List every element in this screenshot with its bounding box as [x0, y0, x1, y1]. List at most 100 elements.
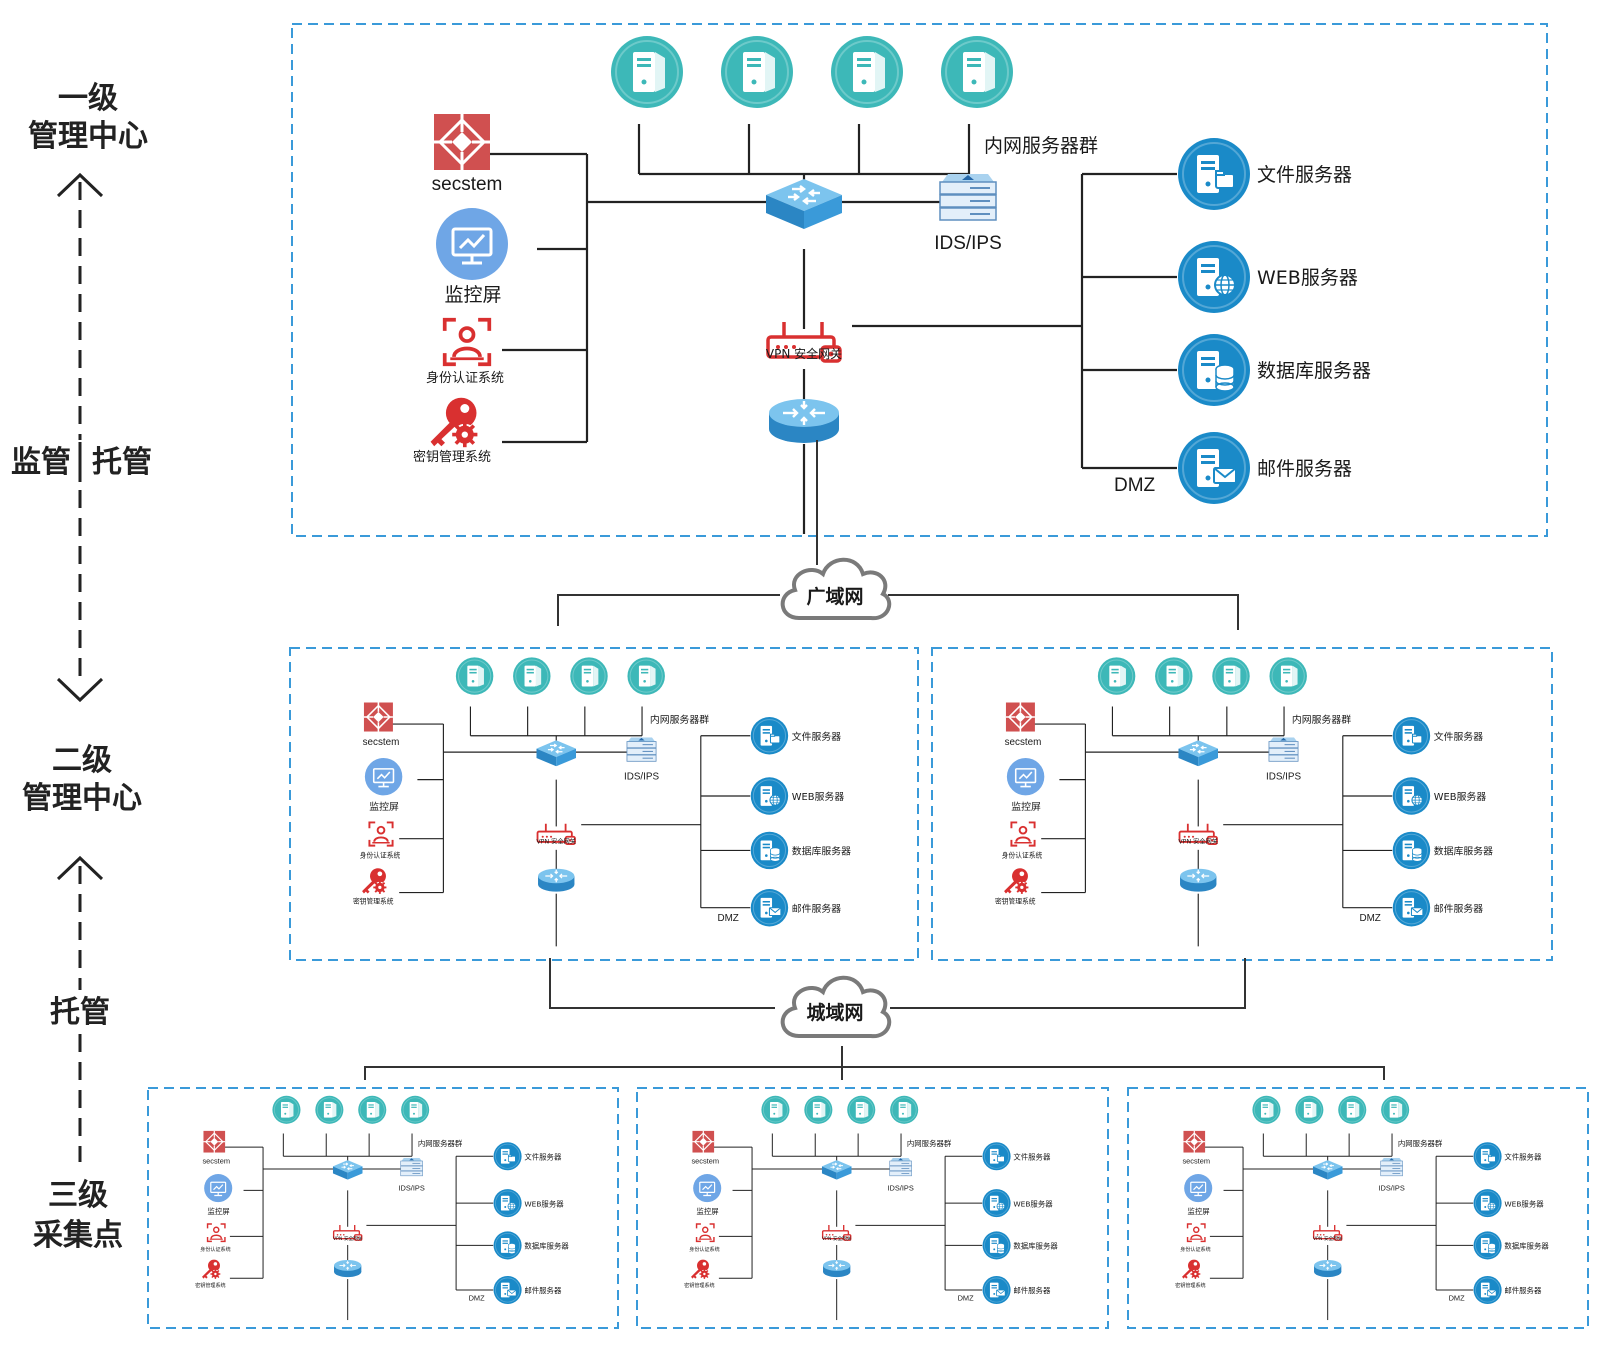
database-icon: [1178, 334, 1250, 406]
secstem-label: secstem: [202, 1157, 230, 1166]
key-mgmt-label: 密钥管理系统: [995, 897, 1036, 906]
vpn-label: VPN 安全网关: [536, 837, 576, 845]
intranet-server-icon: [1211, 656, 1251, 696]
database-icon: [1393, 832, 1430, 869]
intranet-group-label: 内网服务器群: [650, 713, 709, 726]
monitor-label: 监控屏: [1011, 800, 1041, 813]
dmz-server-label: 数据库服务器: [524, 1241, 569, 1251]
key-mgmt-label: 密钥管理系统: [684, 1282, 714, 1289]
key-mgmt-label: 密钥管理系统: [413, 449, 491, 465]
secstem-logo-icon: [203, 1130, 226, 1153]
secstem-logo-icon: [434, 114, 490, 170]
intranet-server-icon: [1268, 656, 1308, 696]
mail-icon: [1178, 432, 1250, 504]
secstem-logo-icon: [692, 1130, 715, 1153]
intranet-server-icon: [569, 656, 609, 696]
identity-auth-icon: [206, 1223, 226, 1243]
intranet-server-icon: [1380, 1095, 1410, 1125]
globe-icon: [494, 1189, 522, 1217]
level-3-line-1: 三级: [48, 1178, 108, 1213]
key-mgmt-label: 密钥管理系统: [195, 1282, 225, 1289]
intranet-server-icon: [846, 1095, 876, 1125]
secstem-logo-icon: [1183, 1130, 1206, 1153]
dmz-label: DMZ: [717, 913, 738, 924]
intranet-group-label: 内网服务器群: [418, 1138, 463, 1148]
monitor-label: 监控屏: [207, 1206, 229, 1216]
intranet-server-icon: [803, 1095, 833, 1125]
chevron-down-icon: [56, 677, 104, 703]
monitor-icon: [692, 1173, 722, 1203]
key-management-icon: [361, 867, 388, 895]
monitor-icon: [1006, 757, 1045, 796]
monitor-icon: [364, 757, 403, 796]
site-frame: [636, 1087, 1109, 1329]
wan-group: 广域网: [557, 440, 1239, 630]
dmz-label: DMZ: [469, 1293, 486, 1302]
dmz-server-label: 文件服务器: [1257, 164, 1352, 186]
site-frame: [147, 1087, 619, 1329]
intranet-server-icon: [272, 1095, 301, 1125]
intranet-server-icon: [830, 35, 904, 109]
intranet-server-icon: [1294, 1095, 1324, 1125]
intranet-server-icon: [512, 656, 552, 696]
dmz-server-label: 邮件服务器: [792, 902, 842, 915]
ids-label: IDS/IPS: [398, 1183, 424, 1192]
switch-icon: [536, 740, 577, 767]
auth-label: 身份认证系统: [200, 1246, 230, 1253]
database-icon: [983, 1231, 1011, 1259]
dmz-server-label: 数据库服务器: [1013, 1241, 1058, 1251]
mail-icon: [1393, 889, 1430, 926]
secstem-label: secstem: [691, 1157, 719, 1166]
site-frame: [931, 647, 1553, 961]
file-icon: [1393, 717, 1430, 754]
intranet-server-icon: [626, 656, 666, 696]
router-icon: [822, 1259, 851, 1278]
auth-label: 身份认证系统: [426, 370, 504, 386]
intranet-server-icon: [400, 1095, 430, 1125]
secstem-label: secstem: [1182, 1157, 1210, 1166]
dmz-server-label: 邮件服务器: [1013, 1285, 1051, 1295]
switch-icon: [821, 1160, 852, 1180]
dmz-server-label: WEB服务器: [792, 790, 845, 803]
dmz-server-label: 文件服务器: [524, 1151, 562, 1161]
dmz-server-label: 邮件服务器: [1434, 902, 1484, 915]
key-management-icon: [1181, 1258, 1202, 1280]
dmz-server-label: 数据库服务器: [792, 845, 851, 858]
file-icon: [1178, 138, 1250, 210]
secstem-logo-icon: [363, 702, 393, 732]
intranet-group-label: 内网服务器群: [1292, 713, 1351, 726]
router-icon: [333, 1259, 362, 1278]
dmz-server-label: WEB服务器: [1257, 267, 1358, 289]
identity-auth-icon: [1010, 821, 1036, 847]
dmz-server-label: 文件服务器: [792, 730, 842, 743]
auth-label: 身份认证系统: [360, 850, 401, 859]
site-frame: [1127, 1087, 1589, 1329]
supervise-label: 监管: [11, 445, 71, 480]
ids-icon: [1380, 1157, 1403, 1177]
man-label: 城域网: [806, 1001, 863, 1024]
level-2-line-2: 管理中心: [22, 781, 142, 816]
wan-label: 广域网: [806, 585, 863, 608]
file-icon: [1474, 1142, 1502, 1170]
monitor-label: 监控屏: [444, 284, 501, 306]
intranet-group-label: 内网服务器群: [907, 1138, 952, 1148]
intranet-server-icon: [1097, 656, 1136, 696]
monitor-icon: [435, 207, 509, 281]
intranet-server-icon: [1154, 656, 1194, 696]
identity-auth-icon: [368, 821, 394, 847]
auth-label: 身份认证系统: [689, 1246, 719, 1253]
globe-icon: [1474, 1189, 1502, 1217]
intranet-server-icon: [1337, 1095, 1367, 1125]
dmz-label: DMZ: [1359, 913, 1380, 924]
dmz-server-label: 文件服务器: [1013, 1151, 1051, 1161]
ids-label: IDS/IPS: [934, 233, 1002, 254]
intranet-group-label: 内网服务器群: [1398, 1138, 1443, 1148]
vpn-label: VPN 安全网关: [333, 1235, 363, 1242]
switch-icon: [332, 1160, 363, 1180]
ids-icon: [400, 1157, 423, 1177]
